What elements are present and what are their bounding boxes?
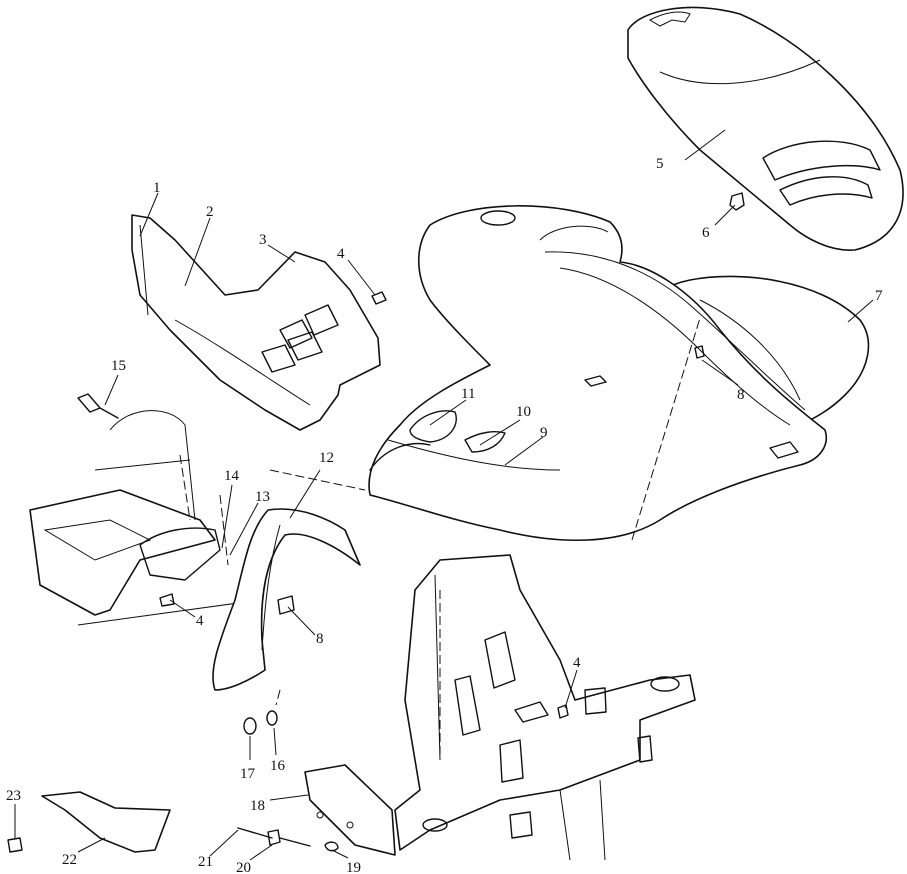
callout-20: 20	[236, 860, 251, 874]
part-seat-cover	[627, 6, 904, 251]
callout-22: 22	[62, 852, 77, 868]
part-small-hardware	[7, 291, 705, 853]
callout-4: 4	[337, 246, 345, 262]
callout-4-left: 4	[196, 613, 204, 629]
callout-23: 23	[6, 788, 21, 804]
callout-8: 8	[737, 387, 745, 403]
callout-2: 2	[206, 204, 214, 220]
part-footrest-bracket	[29, 410, 261, 626]
part-frame	[394, 554, 696, 861]
callout-1: 1	[153, 180, 161, 196]
callout-3: 3	[259, 232, 267, 248]
part-plate	[304, 764, 396, 856]
callout-labels: 1 2 3 4 5 6 7 8 9 10 11 12 13 14 15 4 8 …	[6, 156, 883, 874]
callout-4-frame: 4	[573, 655, 581, 671]
callout-19: 19	[346, 860, 361, 874]
callout-6: 6	[702, 225, 710, 241]
part-mud-guard	[212, 508, 361, 691]
callout-21: 21	[198, 854, 213, 870]
callout-8-guard: 8	[316, 631, 324, 647]
callout-7: 7	[875, 288, 883, 304]
callout-17: 17	[240, 766, 256, 782]
callout-15: 15	[111, 358, 126, 374]
part-bolt	[77, 393, 119, 419]
callout-16: 16	[270, 758, 286, 774]
callout-5: 5	[656, 156, 664, 172]
callout-18: 18	[250, 798, 265, 814]
part-side-panel	[131, 214, 381, 431]
leader-lines	[14, 129, 874, 861]
callout-9: 9	[540, 425, 548, 441]
part-clip	[729, 192, 745, 211]
callout-10: 10	[516, 404, 531, 420]
assembly-lines	[179, 317, 701, 760]
part-guard-plate	[41, 791, 171, 853]
callout-13: 13	[255, 489, 270, 505]
part-front-cover	[368, 205, 827, 542]
callout-14: 14	[224, 468, 240, 484]
callout-11: 11	[461, 386, 475, 402]
callout-12: 12	[319, 450, 334, 466]
